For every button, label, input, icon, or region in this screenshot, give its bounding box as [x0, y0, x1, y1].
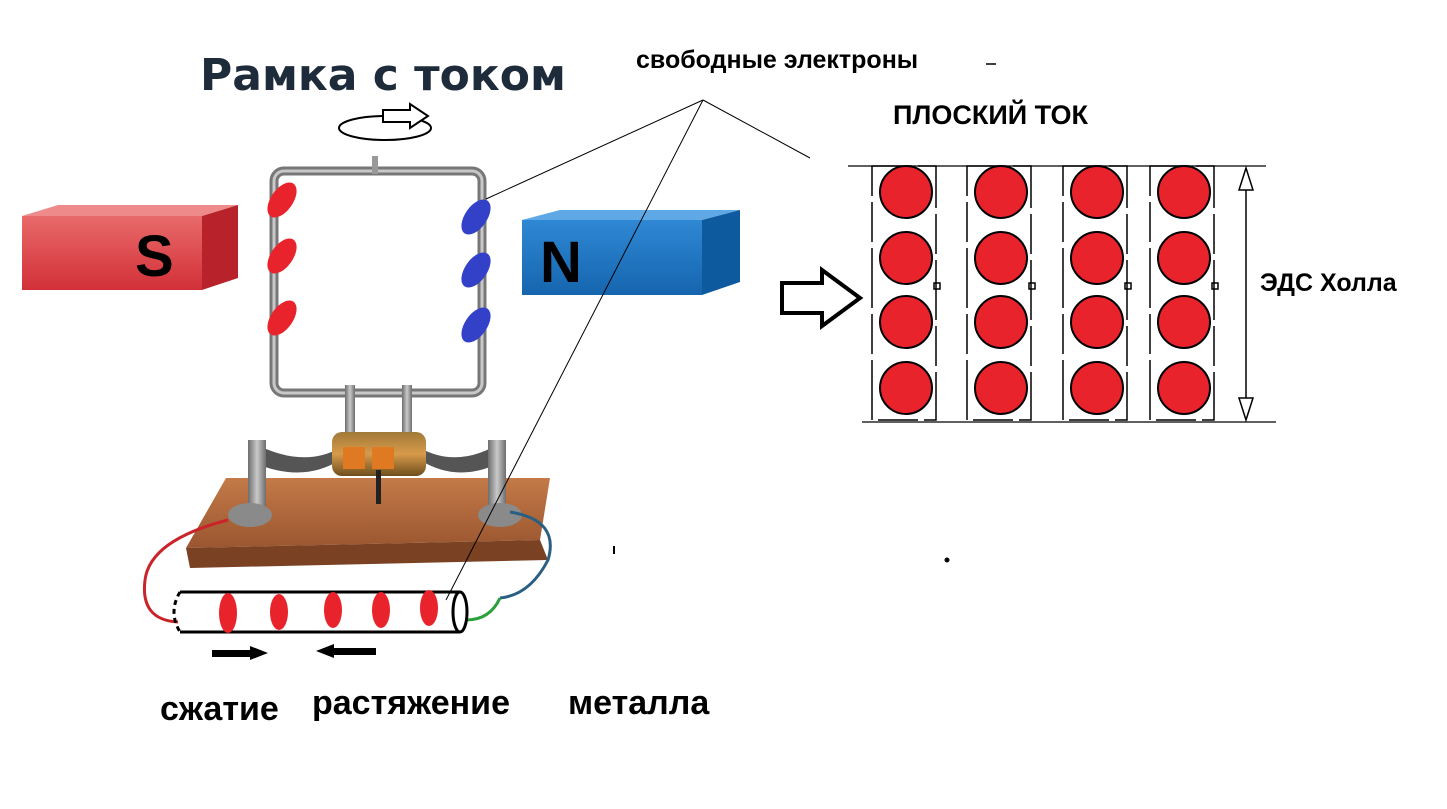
wire-red	[142, 518, 229, 624]
electron-dot	[974, 295, 1028, 349]
compression-label: сжатие	[160, 690, 279, 728]
wire-green	[465, 597, 502, 622]
wooden-base	[186, 478, 550, 568]
electron-dot	[1157, 231, 1211, 285]
electron-dot	[879, 165, 933, 219]
current-frame	[269, 156, 487, 437]
electron-columns	[871, 165, 1219, 421]
stand	[228, 432, 522, 527]
electron-dot	[1070, 361, 1124, 415]
big-arrow-icon	[780, 266, 864, 330]
column-tick	[933, 282, 941, 290]
stretching-label: растяжение	[312, 684, 510, 722]
electron-dot	[974, 361, 1028, 415]
column-tick	[1211, 282, 1219, 290]
electron-dot	[1157, 361, 1211, 415]
electron-dot	[879, 361, 933, 415]
column-tick	[1124, 282, 1132, 290]
title-label: Рамка с током	[200, 50, 566, 101]
electron-dot	[1070, 295, 1124, 349]
magnet-n-letter: N	[540, 230, 582, 295]
arrow-right-icon	[212, 646, 268, 660]
pointer-lines	[445, 99, 811, 601]
rotation-arrow-icon	[338, 102, 432, 141]
column-tick	[1028, 282, 1036, 290]
hall-emf-arrow-icon	[1237, 165, 1255, 423]
magnet-s: S	[22, 205, 238, 290]
flat-current-label: ПЛОСКИЙ ТОК	[893, 99, 1088, 130]
frame-electrons-blue	[461, 199, 491, 343]
electron-dot	[879, 295, 933, 349]
electron-dot	[974, 231, 1028, 285]
free-electrons-label: свободные электроны	[636, 46, 918, 74]
electron-dot	[1157, 295, 1211, 349]
stray-dot	[944, 557, 950, 563]
hall-emf-label: ЭДС Холла	[1260, 269, 1398, 297]
electron-dot	[1157, 165, 1211, 219]
wire-blue	[499, 510, 552, 600]
electron-dot	[1070, 165, 1124, 219]
electron-dot	[1070, 231, 1124, 285]
magnet-n: N	[522, 210, 740, 295]
tube-electrons	[219, 590, 438, 633]
magnet-s-letter: S	[135, 224, 174, 289]
frame-electrons-red	[267, 182, 297, 336]
metal-label: металла	[568, 684, 710, 722]
electron-dot	[879, 231, 933, 285]
arrow-left-icon	[316, 644, 376, 658]
electron-dot	[974, 165, 1028, 219]
